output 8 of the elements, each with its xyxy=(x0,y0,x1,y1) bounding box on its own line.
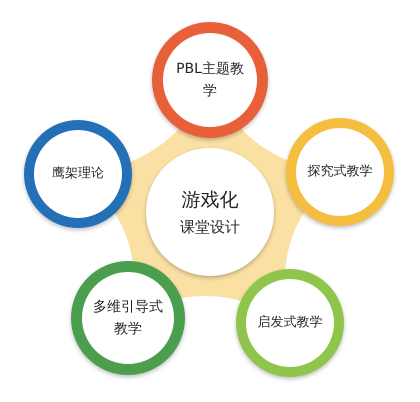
node-label: 启发式教学 xyxy=(258,314,322,332)
center-title: 游戏化 xyxy=(182,188,238,213)
node-label: 鹰架理论 xyxy=(52,164,104,183)
node-label: PBL主题教学 xyxy=(175,60,245,101)
node-label: 多维引导式教学 xyxy=(92,298,164,339)
node-label: 课堂设计 xyxy=(180,217,240,238)
topic-circle xyxy=(236,269,344,377)
node-label: 探究式教学 xyxy=(308,162,372,181)
